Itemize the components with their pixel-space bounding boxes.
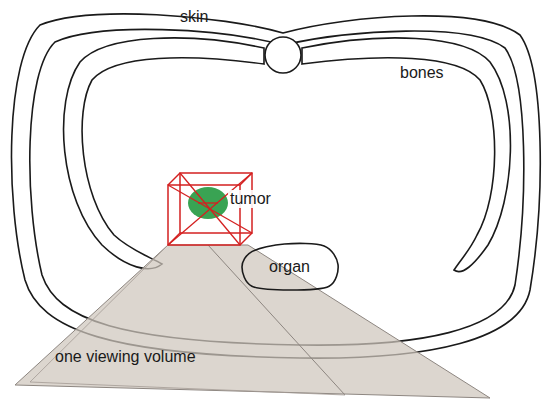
target-cube	[168, 173, 252, 245]
spine	[265, 37, 301, 73]
volume-edge	[30, 245, 345, 395]
bones-label: bones	[398, 64, 446, 82]
volume-edge	[208, 245, 345, 395]
cube-diagonals	[168, 173, 252, 245]
organ-outline	[242, 243, 338, 290]
tumor-label: tumor	[228, 190, 273, 208]
skin-label: skin	[178, 8, 210, 26]
volume-face	[15, 245, 490, 398]
rib-right	[302, 38, 510, 272]
node-text: one viewing volume	[55, 348, 196, 366]
tumor-blob	[188, 187, 228, 219]
rib-left	[64, 38, 264, 269]
node-text: organ	[269, 258, 310, 276]
organ-outline: organ	[240, 243, 339, 291]
